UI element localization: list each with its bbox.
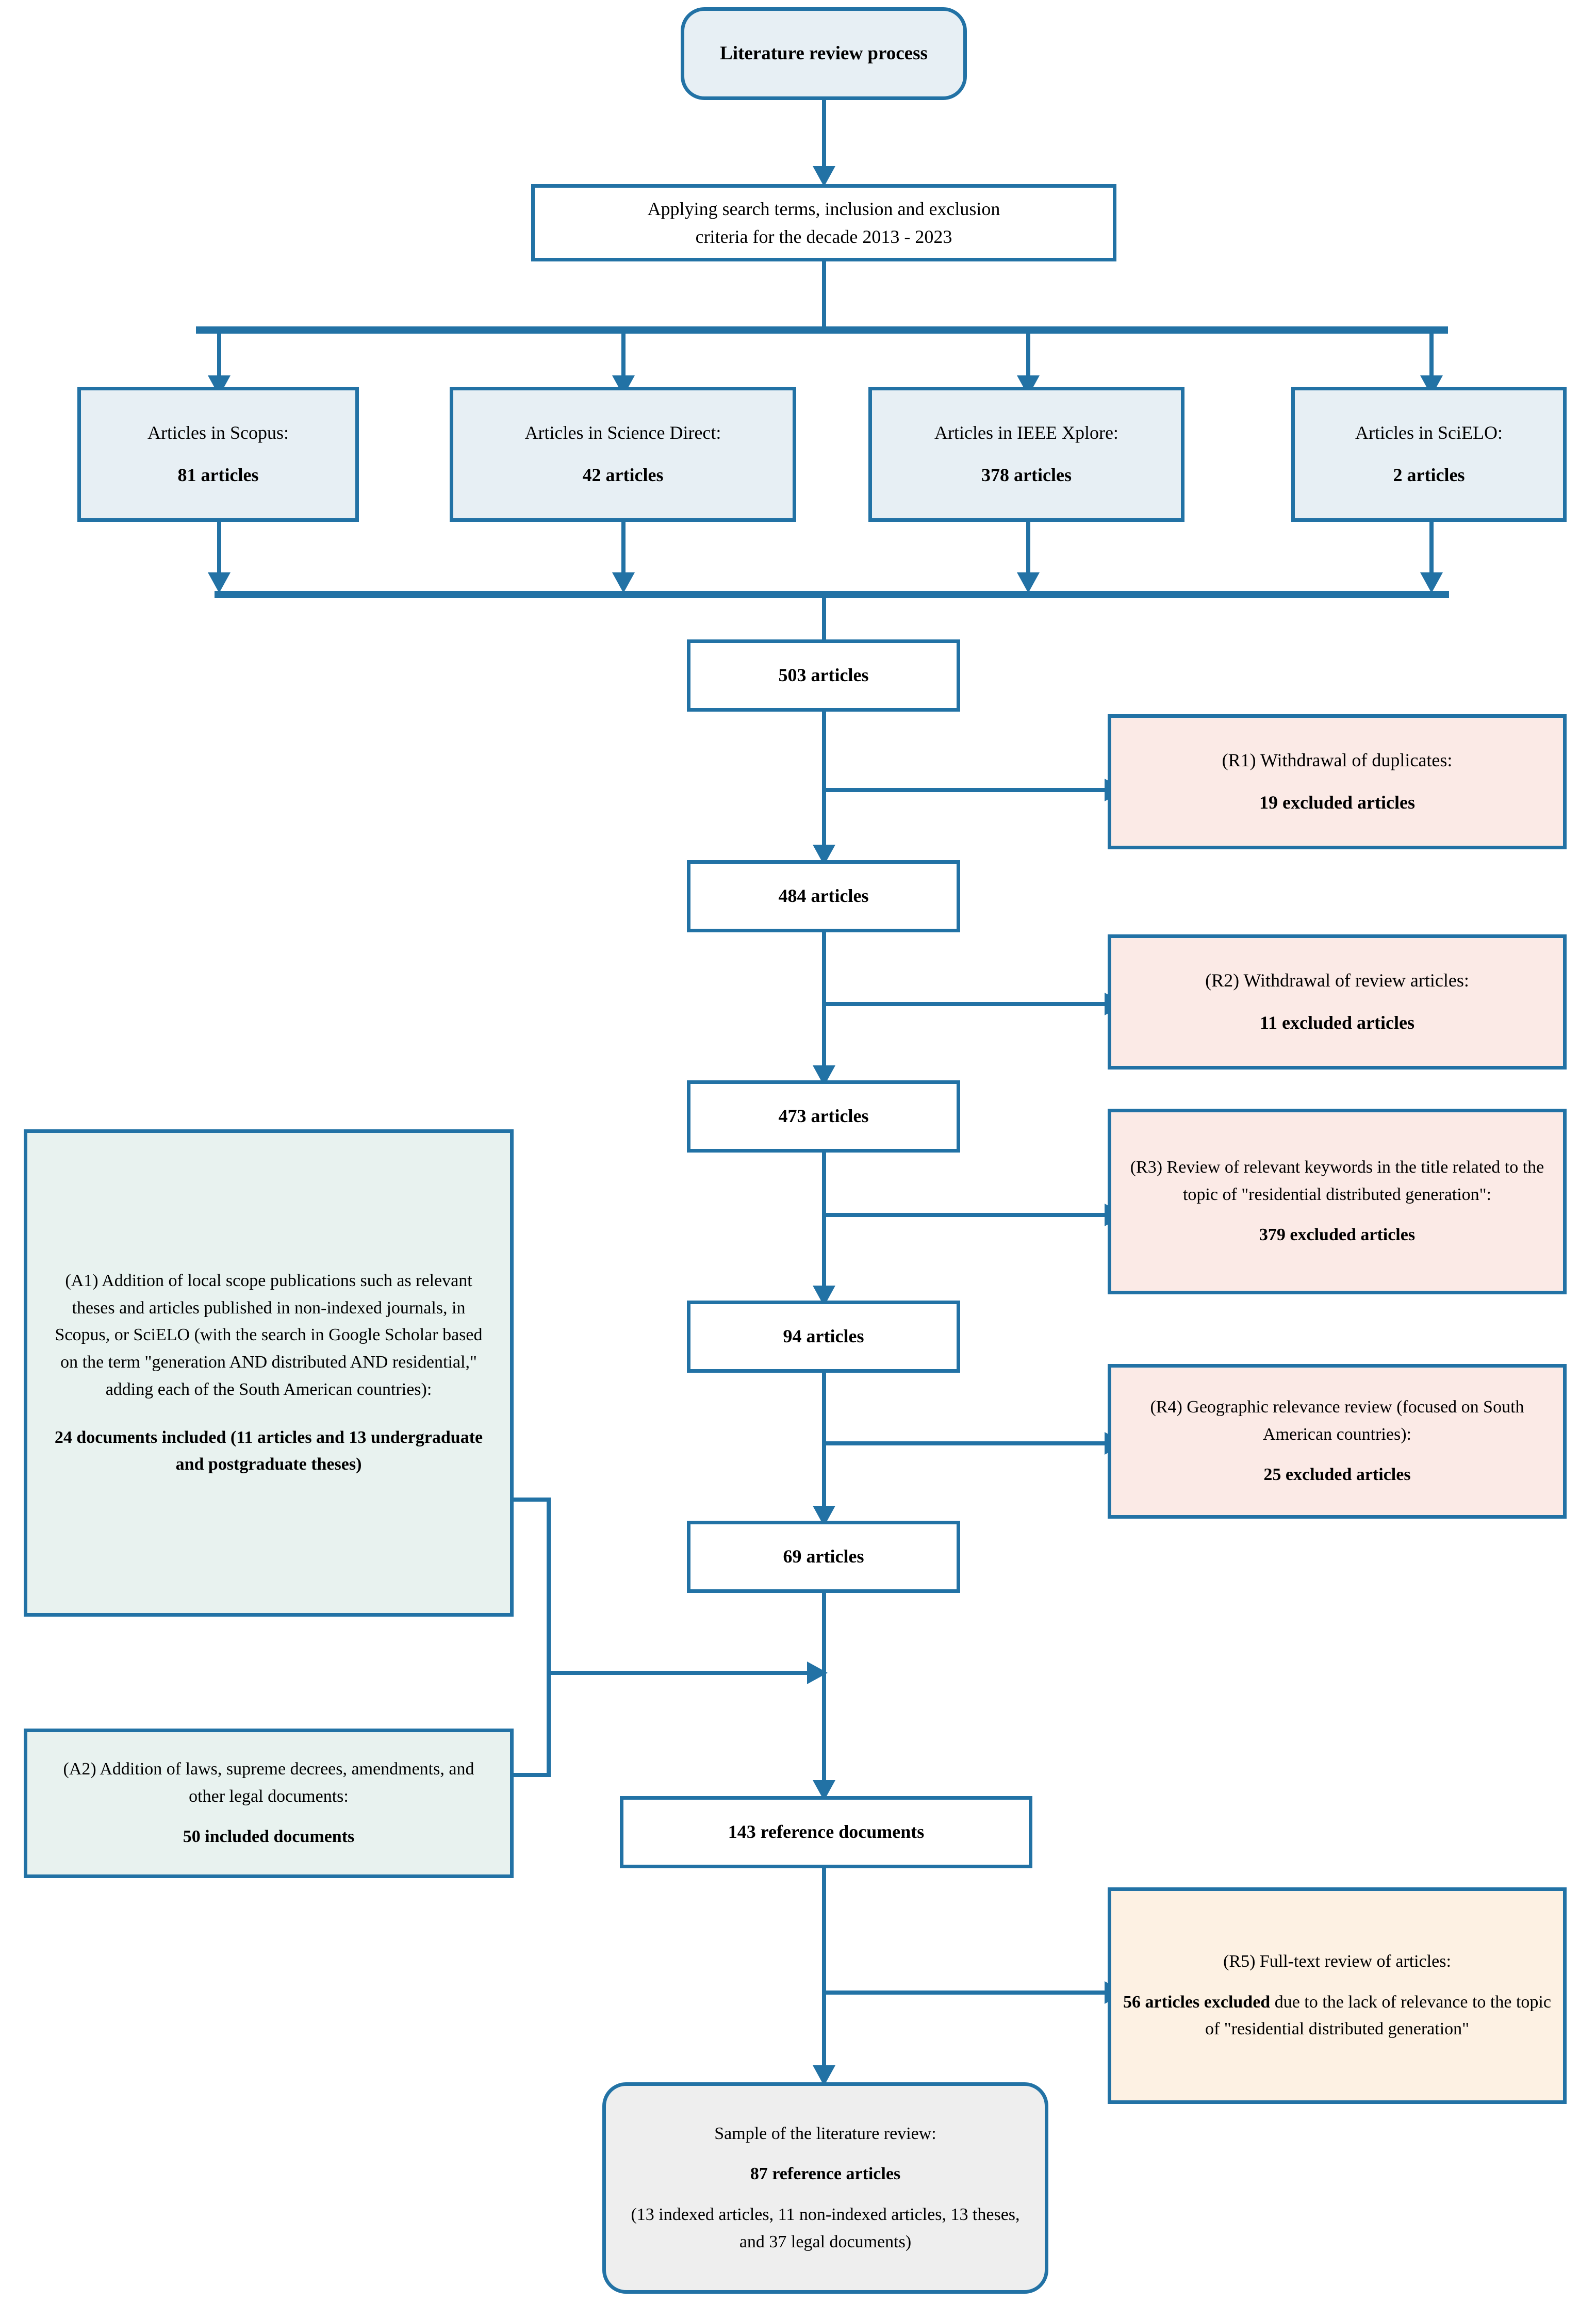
source-count-1: 42 articles [582,465,664,485]
exclusion-result-0: 19 excluded articles [1259,792,1415,813]
criteria-line-1: Applying search terms, inclusion and exc… [647,199,1000,219]
connector-additions-to-stem [547,1671,811,1675]
source-count-3: 2 articles [1393,465,1465,485]
node-count-143[interactable]: 143 reference documents [620,1796,1032,1868]
connector-ieee-down [1026,522,1030,576]
criteria-line-2: criteria for the decade 2013 - 2023 [695,226,952,247]
source-name-0: Articles in Scopus: [147,422,289,443]
connector-a2-right [514,1773,551,1777]
node-exclusion-r4[interactable]: (R4) Geographic relevance review (focuse… [1108,1364,1567,1519]
node-count-69[interactable]: 69 articles [687,1521,960,1593]
connector-criteria-down [822,261,826,328]
addition-reason-0: (A1) Addition of local scope publication… [55,1271,483,1399]
connector-scopus-down [217,522,221,576]
node-source-ieee[interactable]: Articles in IEEE Xplore: 378 articles [868,387,1184,522]
exclusion-result-3: 25 excluded articles [1263,1465,1411,1485]
node-source-scielo[interactable]: Articles in SciELO: 2 articles [1291,387,1567,522]
connector-start-to-criteria [822,100,826,170]
arrowhead-merge-sciencedirect [612,572,635,593]
sample-line-2: 87 reference articles [750,2164,901,2184]
source-name-2: Articles in IEEE Xplore: [934,422,1118,443]
count-69-label: 69 articles [783,1546,864,1567]
exclusion-reason-3: (R4) Geographic relevance review (focuse… [1150,1397,1524,1444]
connector-484-to-r2 [822,1002,1108,1006]
arrowhead-merge-ieee [1017,572,1040,593]
fulltext-result: 56 articles excluded due to the lack of … [1123,1989,1552,2043]
connector-bar-to-ieee [1026,330,1030,379]
connector-503-down [822,712,826,848]
node-start[interactable]: Literature review process [681,7,967,100]
connector-scielo-down [1429,522,1434,576]
sample-line-1: Sample of the literature review: [714,2124,936,2143]
sample-line-3: (13 indexed articles, 11 non-indexed art… [631,2205,1020,2251]
connector-bar-to-scielo [1429,330,1434,379]
connector-a1-right [514,1498,551,1502]
distribution-bar [196,326,1448,334]
source-count-0: 81 articles [177,465,259,485]
node-source-scopus[interactable]: Articles in Scopus: 81 articles [77,387,359,522]
connector-69-down [822,1593,826,1784]
count-94-label: 94 articles [783,1326,864,1347]
connector-sciencedirect-down [621,522,626,576]
node-exclusion-r2[interactable]: (R2) Withdrawal of review articles: 11 e… [1108,934,1567,1070]
connector-503-to-r1 [822,788,1108,792]
node-count-503[interactable]: 503 articles [687,639,960,712]
fulltext-result-bold: 56 articles excluded [1123,1992,1271,2012]
exclusion-reason-1: (R2) Withdrawal of review articles: [1205,970,1469,991]
arrowhead-merge-scielo [1420,572,1443,593]
count-503-label: 503 articles [778,665,869,686]
source-name-3: Articles in SciELO: [1355,422,1503,443]
exclusion-result-2: 379 excluded articles [1259,1225,1416,1245]
node-exclusion-r3[interactable]: (R3) Review of relevant keywords in the … [1108,1109,1567,1294]
exclusion-reason-0: (R1) Withdrawal of duplicates: [1222,750,1453,771]
count-143-label: 143 reference documents [728,1821,925,1843]
exclusion-reason-2: (R3) Review of relevant keywords in the … [1130,1157,1544,1204]
source-count-2: 378 articles [981,465,1072,485]
fulltext-result-rest: due to the lack of relevance to the topi… [1205,1992,1551,2039]
merge-bar [215,591,1449,598]
node-count-484[interactable]: 484 articles [687,860,960,932]
connector-bar-to-scopus [217,330,221,379]
connector-143-to-r5 [822,1991,1108,1995]
connector-473-down [822,1153,826,1289]
addition-reason-1: (A2) Addition of laws, supreme decrees, … [63,1759,474,1806]
node-exclusion-r1[interactable]: (R1) Withdrawal of duplicates: 19 exclud… [1108,714,1567,849]
node-addition-a2[interactable]: (A2) Addition of laws, supreme decrees, … [24,1729,514,1878]
exclusion-result-1: 11 excluded articles [1260,1012,1414,1033]
fulltext-reason: (R5) Full-text review of articles: [1223,1951,1451,1971]
addition-result-0: 24 documents included (11 articles and 1… [54,1427,483,1474]
connector-merge-to-503 [822,598,826,650]
count-473-label: 473 articles [778,1106,869,1127]
connector-additions-vertical [547,1498,551,1777]
start-label: Literature review process [720,43,928,64]
connector-143-down [822,1868,826,2069]
node-addition-a1[interactable]: (A1) Addition of local scope publication… [24,1129,514,1617]
connector-473-to-r3 [822,1213,1108,1217]
connector-484-down [822,932,826,1069]
connector-bar-to-sciencedirect [621,330,626,379]
node-criteria[interactable]: Applying search terms, inclusion and exc… [531,184,1116,261]
node-source-sciencedirect[interactable]: Articles in Science Direct: 42 articles [450,387,796,522]
node-exclusion-r5[interactable]: (R5) Full-text review of articles: 56 ar… [1108,1887,1567,2104]
connector-94-to-r4 [822,1441,1108,1445]
addition-result-1: 50 included documents [183,1827,355,1847]
source-name-1: Articles in Science Direct: [524,422,721,443]
node-sample[interactable]: Sample of the literature review: 87 refe… [602,2082,1048,2294]
node-count-94[interactable]: 94 articles [687,1301,960,1373]
connector-94-down [822,1373,826,1509]
node-count-473[interactable]: 473 articles [687,1080,960,1153]
arrowhead-merge-scopus [208,572,231,593]
arrowhead-criteria [813,166,835,187]
count-484-label: 484 articles [778,885,869,907]
